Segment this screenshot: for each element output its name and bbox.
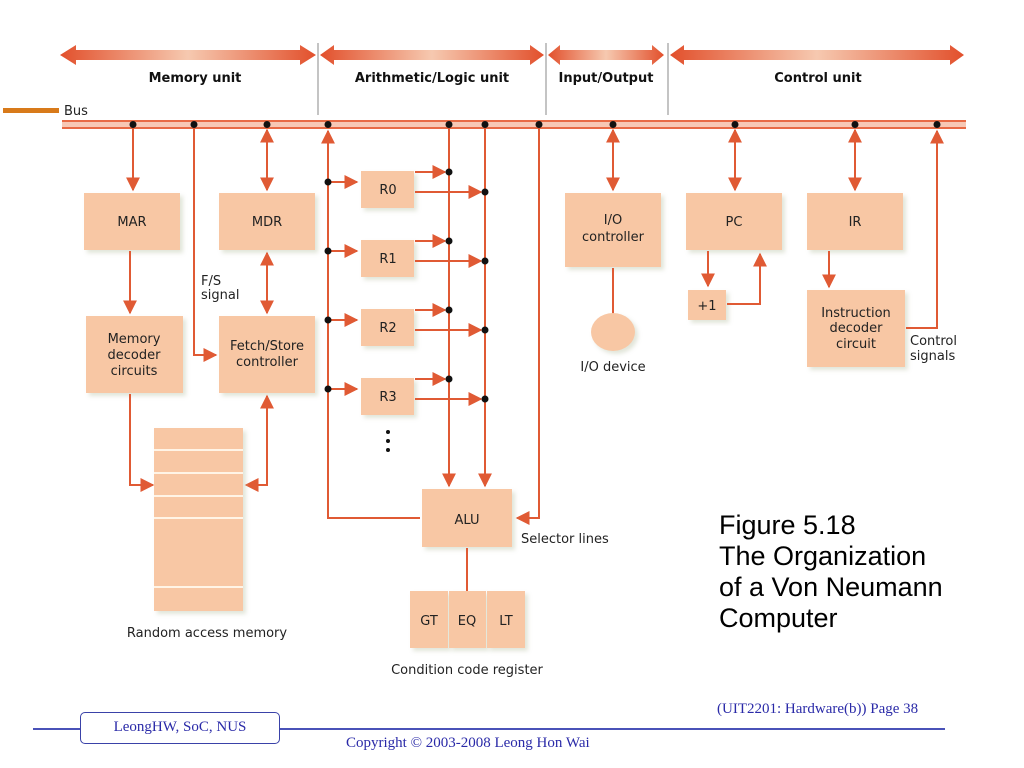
fetch-ram-wire [244, 394, 274, 492]
figure-caption: Figure 5.18 The Organization of a Von Ne… [719, 510, 943, 634]
caption-line-3: of a Von Neumann [719, 572, 943, 602]
register-input-tap [324, 316, 332, 324]
register-input-tap [324, 178, 332, 186]
register-out-b-tap [481, 395, 489, 403]
mdr-box [219, 193, 315, 250]
io-controller-label-2: controller [582, 230, 645, 245]
ccr-eq-label: EQ [458, 614, 476, 629]
instruction-decoder-label-2: decoder [830, 321, 884, 336]
register-r3: R3 [324, 372, 489, 415]
incrementer-to-pc-wire [727, 252, 767, 305]
io-device-label: I/O device [580, 360, 645, 375]
alu-box [422, 489, 512, 547]
control-signals-label-2: signals [910, 349, 955, 364]
section-label-alu: Arithmetic/Logic unit [355, 71, 509, 86]
incrementer-box [688, 290, 726, 320]
ram-label: Random access memory [127, 626, 288, 641]
section-arrow-memory [60, 45, 316, 65]
ccr-gt-label: GT [420, 614, 438, 629]
section-arrow-io [548, 45, 664, 65]
ccr-lt-label: LT [499, 614, 512, 629]
register-box [361, 378, 414, 415]
register-input-tap [324, 247, 332, 255]
io-controller-label-1: I/O [604, 213, 622, 228]
register-input-tap [324, 385, 332, 393]
register-r0: R0 [324, 165, 489, 208]
ram-block [154, 428, 243, 611]
instruction-decoder-box [807, 290, 905, 367]
bus-taps [129, 121, 941, 128]
register-label: R2 [379, 321, 396, 336]
register-r1: R1 [324, 234, 489, 277]
mar-box [84, 193, 180, 250]
fs-signal-label-1: F/S [201, 274, 221, 289]
register-out-b-tap [481, 326, 489, 334]
memory-decoder-label-3: circuits [111, 364, 158, 379]
caption-line-2: The Organization [719, 541, 927, 571]
register-out-b-tap [481, 257, 489, 265]
section-label-control: Control unit [774, 71, 861, 86]
selector-lines-label: Selector lines [521, 532, 609, 547]
caption-line-1: Figure 5.18 [719, 510, 856, 540]
register-box [361, 171, 414, 208]
register-out-a-tap [445, 237, 453, 245]
register-ellipsis [386, 430, 390, 452]
memory-decoder-box [86, 316, 183, 393]
page-reference: (UIT2201: Hardware(b)) Page 38 [717, 701, 919, 717]
register-label: R0 [379, 183, 396, 198]
pc-label: PC [726, 215, 743, 230]
decoder-to-ram-wire [129, 394, 155, 492]
bus-legend-swatch [3, 108, 59, 113]
section-label-io: Input/Output [559, 71, 654, 86]
alu-label: ALU [454, 513, 479, 528]
register-out-b-tap [481, 188, 489, 196]
section-label-memory: Memory unit [149, 71, 242, 86]
system-bus [62, 120, 966, 129]
ccr-label: Condition code register [391, 663, 543, 678]
section-arrow-control [670, 45, 964, 65]
selector-lines-wire [515, 128, 540, 525]
incrementer-label: +1 [697, 299, 716, 314]
ir-box [807, 193, 903, 250]
control-signals-label-1: Control [910, 334, 957, 349]
fs-signal-label-2: signal [201, 288, 239, 303]
author-tab: LeongHW, SoC, NUS [80, 712, 280, 744]
io-device-circle [591, 313, 635, 351]
copyright-notice: Copyright © 2003-2008 Leong Hon Wai [346, 735, 590, 751]
fs-signal-wire [193, 128, 218, 362]
section-arrow-alu [320, 45, 544, 65]
fetch-store-box [219, 316, 315, 393]
register-out-a-tap [445, 375, 453, 383]
bus-label: Bus [64, 104, 88, 119]
register-box [361, 309, 414, 346]
condition-code-register [410, 591, 525, 648]
footer-divider [33, 728, 945, 730]
io-controller-box [565, 193, 661, 267]
memory-decoder-label-2: decoder [108, 348, 162, 363]
register-out-a-tap [445, 168, 453, 176]
instruction-decoder-label-3: circuit [836, 337, 876, 352]
pc-box [686, 193, 782, 250]
caption-line-4: Computer [719, 603, 838, 633]
register-box [361, 240, 414, 277]
register-label: R3 [379, 390, 396, 405]
mdr-label: MDR [252, 215, 282, 230]
alu-output-bus-wire [321, 129, 420, 519]
control-signals-wire [906, 129, 944, 329]
fetch-store-label-2: controller [236, 355, 299, 370]
ir-label: IR [849, 215, 862, 230]
register-label: R1 [379, 252, 396, 267]
register-out-a-tap [445, 306, 453, 314]
memory-decoder-label-1: Memory [108, 332, 161, 347]
instruction-decoder-label-1: Instruction [821, 306, 891, 321]
fetch-store-label-1: Fetch/Store [230, 339, 304, 354]
register-r2: R2 [324, 303, 489, 346]
mar-label: MAR [117, 215, 146, 230]
